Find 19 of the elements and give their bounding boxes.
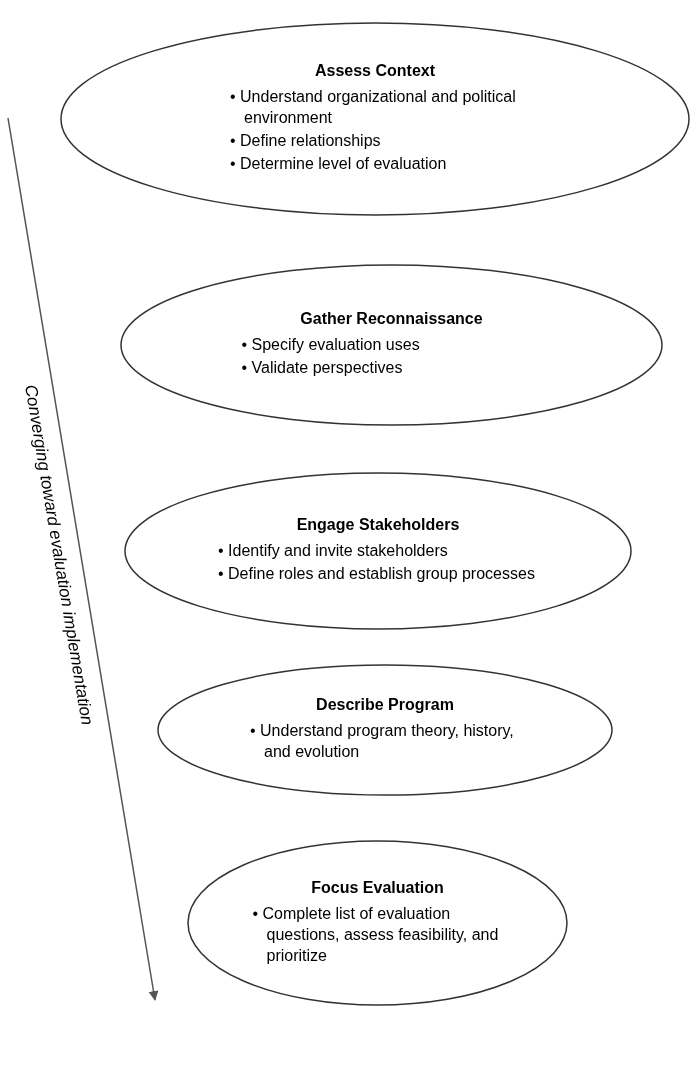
bullet-item: • Define relationships: [230, 131, 382, 151]
bullet-item: • Determine level of evaluation: [230, 154, 448, 174]
stage-heading: Engage Stakeholders: [295, 516, 461, 534]
bullet-item: • Define roles and establish group processes: [218, 564, 536, 584]
bullet-item: • Complete list of evaluation questions, assess feasibility, and prioritize: [252, 903, 500, 966]
bullet-item: • Understand program theory, history, and evolution: [250, 721, 515, 762]
bullet-item: • Identify and invite stakeholders: [218, 541, 449, 561]
bullet-item: • Specify evaluation uses: [241, 335, 421, 355]
stage-ellipse: [118, 262, 665, 428]
bullet-item: • Understand organizational and political environment: [230, 87, 517, 128]
stage-ellipse: [122, 470, 634, 632]
stage-ellipse: [58, 20, 692, 218]
stage-ellipse: [155, 662, 615, 798]
stage-ellipse: [185, 838, 570, 1008]
stage-heading: Focus Evaluation: [310, 878, 445, 897]
stage-heading: Assess Context: [313, 62, 436, 80]
stage-heading: Describe Program: [315, 696, 455, 714]
bullet-item: • Validate perspectives: [241, 358, 404, 378]
stage-heading: Gather Reconnaissance: [299, 310, 484, 328]
